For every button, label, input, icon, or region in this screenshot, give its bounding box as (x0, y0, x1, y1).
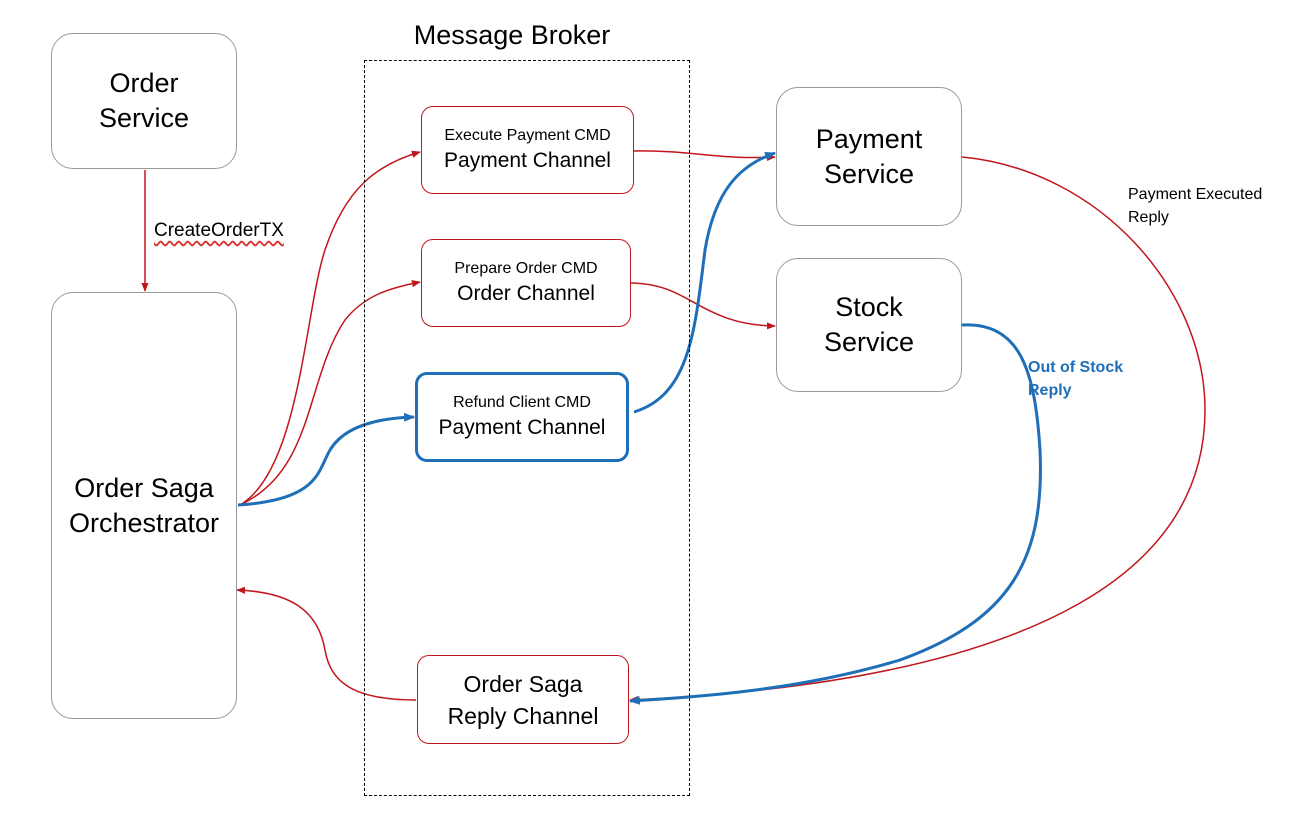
prepare-order-command-label: Prepare Order CMD (454, 260, 598, 277)
order-service-label-line2: Service (98, 103, 190, 133)
stock-service-label-line1: Stock (835, 292, 903, 322)
out-of-stock-label-line1: Out of Stock (1028, 359, 1124, 376)
stock-service-label-line2: Service (823, 327, 915, 357)
prepare-order-channel-node[interactable]: Prepare Order CMD Order Channel (421, 239, 631, 327)
out-of-stock-reply-label: Out of Stock Reply (1028, 356, 1123, 402)
create-order-tx-label: CreateOrderTX (154, 220, 284, 241)
stock-service-node[interactable]: Stock Service (776, 258, 962, 392)
payment-executed-reply-label: Payment Executed Reply (1128, 183, 1262, 229)
reply-channel-label-line2: Reply Channel (447, 702, 599, 729)
out-of-stock-label-line2: Reply (1028, 382, 1072, 399)
out-of-stock-reply-arrow (628, 323, 1042, 705)
refund-client-channel-label: Payment Channel (438, 416, 606, 439)
order-saga-reply-channel-node[interactable]: Order Saga Reply Channel (417, 655, 629, 744)
payment-service-node[interactable]: Payment Service (776, 87, 962, 226)
order-service-node[interactable]: Order Service (51, 33, 237, 169)
payment-channel-to-payment-service-arrow (633, 150, 776, 162)
payment-service-label-line2: Service (823, 158, 915, 189)
message-broker-title: Message Broker (413, 20, 611, 50)
execute-payment-command-label: Execute Payment CMD (444, 127, 611, 144)
payment-executed-label-line1: Payment Executed (1128, 186, 1263, 203)
payment-service-label-line1: Payment (815, 123, 923, 154)
execute-payment-channel-node[interactable]: Execute Payment CMD Payment Channel (421, 106, 634, 194)
prepare-order-cmd-arrow (239, 280, 421, 506)
reply-channel-to-orchestrator-arrow (236, 586, 417, 701)
order-service-label-line1: Order (109, 68, 179, 98)
reply-channel-label-line1: Order Saga (463, 670, 583, 697)
orchestrator-label-line1: Order Saga (74, 472, 214, 503)
refund-client-command-label: Refund Client CMD (453, 394, 591, 411)
order-saga-orchestrator-node[interactable]: Order Saga Orchestrator (51, 292, 237, 719)
execute-payment-channel-label: Payment Channel (444, 149, 611, 172)
refund-channel-to-payment-service-arrow (633, 151, 777, 414)
message-broker-boundary (364, 60, 690, 796)
payment-executed-label-line2: Reply (1128, 209, 1169, 226)
orchestrator-label-line2: Orchestrator (68, 507, 220, 538)
refund-client-cmd-arrow (237, 412, 416, 507)
prepare-order-channel-label: Order Channel (457, 282, 595, 305)
refund-client-channel-node[interactable]: Refund Client CMD Payment Channel (415, 372, 629, 462)
payment-executed-reply-arrow (629, 156, 1206, 704)
execute-payment-cmd-arrow (239, 150, 421, 506)
